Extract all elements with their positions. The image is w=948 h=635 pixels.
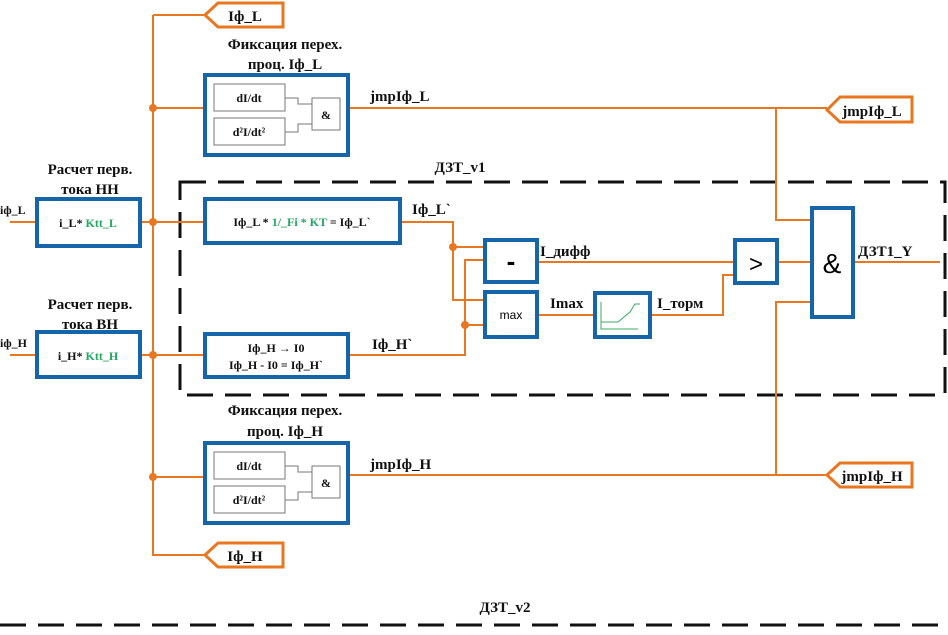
svg-text:jmpIф_L: jmpIф_L bbox=[369, 89, 430, 105]
braking-curve-block[interactable] bbox=[593, 291, 652, 339]
norm-block-l[interactable]: Iф_L * 1/_Fi * KT = Iф_L` Iф_L` bbox=[203, 197, 451, 245]
svg-text:Расчет перв.: Расчет перв. bbox=[48, 297, 133, 313]
fix-block-l[interactable]: Фиксация перех. проц. Iф_L dI/dt d²I/dt²… bbox=[203, 37, 430, 157]
tag-top[interactable]: Iф_L bbox=[202, 1, 285, 29]
svg-text:Iф_L * 1/_Fi * KT = Iф_L`: Iф_L * 1/_Fi * KT = Iф_L` bbox=[233, 215, 370, 229]
svg-text:jmpIф_L: jmpIф_L bbox=[841, 104, 902, 120]
svg-text:&: & bbox=[321, 108, 331, 122]
compare-block[interactable]: > bbox=[733, 238, 779, 285]
minus-block[interactable]: - bbox=[483, 238, 539, 284]
and-block[interactable]: & bbox=[810, 206, 855, 319]
signal-out: ДЗТ1_Y bbox=[858, 244, 913, 260]
svg-text:&: & bbox=[823, 248, 842, 279]
tag-jmp-l[interactable]: jmpIф_L bbox=[824, 95, 914, 124]
group-dzt-v1-label: ДЗТ_v1 bbox=[434, 160, 485, 176]
norm-block-h[interactable]: Iф_H → I0 Iф_H - I0 = Iф_H` Iф_H` bbox=[203, 332, 412, 379]
braking-curve-icon bbox=[600, 302, 640, 330]
svg-text:Iф_H - I0 = Iф_H`: Iф_H - I0 = Iф_H` bbox=[229, 358, 323, 372]
svg-text:тока НН: тока НН bbox=[61, 182, 119, 198]
svg-text:Фиксация перех.: Фиксация перех. bbox=[228, 403, 343, 419]
group-dzt-v2-label: ДЗТ_v2 bbox=[479, 600, 530, 616]
svg-text:&: & bbox=[321, 476, 331, 490]
calc-block-l[interactable]: Расчет перв. тока НН i_L* Ktt_L bbox=[35, 162, 142, 248]
svg-text:max: max bbox=[500, 308, 523, 322]
svg-text:Iф_L`: Iф_L` bbox=[412, 202, 451, 218]
signal-torm: I_торм bbox=[657, 296, 703, 312]
signal-imax: Imax bbox=[550, 296, 584, 312]
svg-text:проц. Iф_H: проц. Iф_H bbox=[247, 424, 323, 440]
svg-text:i_H* Ktt_H: i_H* Ktt_H bbox=[58, 349, 119, 363]
svg-text:dI/dt: dI/dt bbox=[236, 459, 261, 473]
svg-text:dI/dt: dI/dt bbox=[236, 91, 261, 105]
tag-jmp-h[interactable]: jmpIф_H bbox=[824, 461, 914, 489]
svg-text:i_L* Ktt_L: i_L* Ktt_L bbox=[59, 216, 117, 230]
svg-text:d²I/dt²: d²I/dt² bbox=[233, 493, 266, 507]
tag-bottom[interactable]: Iф_H bbox=[202, 541, 285, 569]
input-i-h: iф_H bbox=[0, 336, 28, 350]
svg-text:Iф_L: Iф_L bbox=[228, 9, 262, 25]
svg-text:Iф_H`: Iф_H` bbox=[372, 337, 412, 353]
svg-text:-: - bbox=[507, 246, 516, 276]
svg-text:Iф_H: Iф_H bbox=[227, 549, 263, 565]
wires bbox=[10, 14, 940, 556]
group-dzt-v1 bbox=[178, 180, 947, 397]
svg-text:jmpIф_H: jmpIф_H bbox=[840, 469, 903, 485]
calc-block-h[interactable]: Расчет перв. тока ВН i_H* Ktt_H bbox=[35, 297, 142, 379]
svg-text:Iф_H → I0: Iф_H → I0 bbox=[248, 341, 305, 355]
input-i-l: iф_L bbox=[0, 203, 26, 217]
fix-block-h[interactable]: Фиксация перех. проц. Iф_H dI/dt d²I/dt²… bbox=[203, 403, 432, 525]
signal-diff: I_дифф bbox=[540, 244, 590, 260]
svg-text:d²I/dt²: d²I/dt² bbox=[233, 125, 266, 139]
svg-text:>: > bbox=[749, 251, 763, 278]
svg-text:Фиксация перех.: Фиксация перех. bbox=[228, 37, 343, 53]
svg-text:jmpIф_H: jmpIф_H bbox=[369, 457, 432, 473]
svg-text:тока ВН: тока ВН bbox=[62, 317, 118, 333]
svg-text:проц. Iф_L: проц. Iф_L bbox=[248, 57, 322, 73]
svg-text:Расчет перв.: Расчет перв. bbox=[48, 162, 133, 178]
max-block[interactable]: max bbox=[483, 290, 539, 339]
